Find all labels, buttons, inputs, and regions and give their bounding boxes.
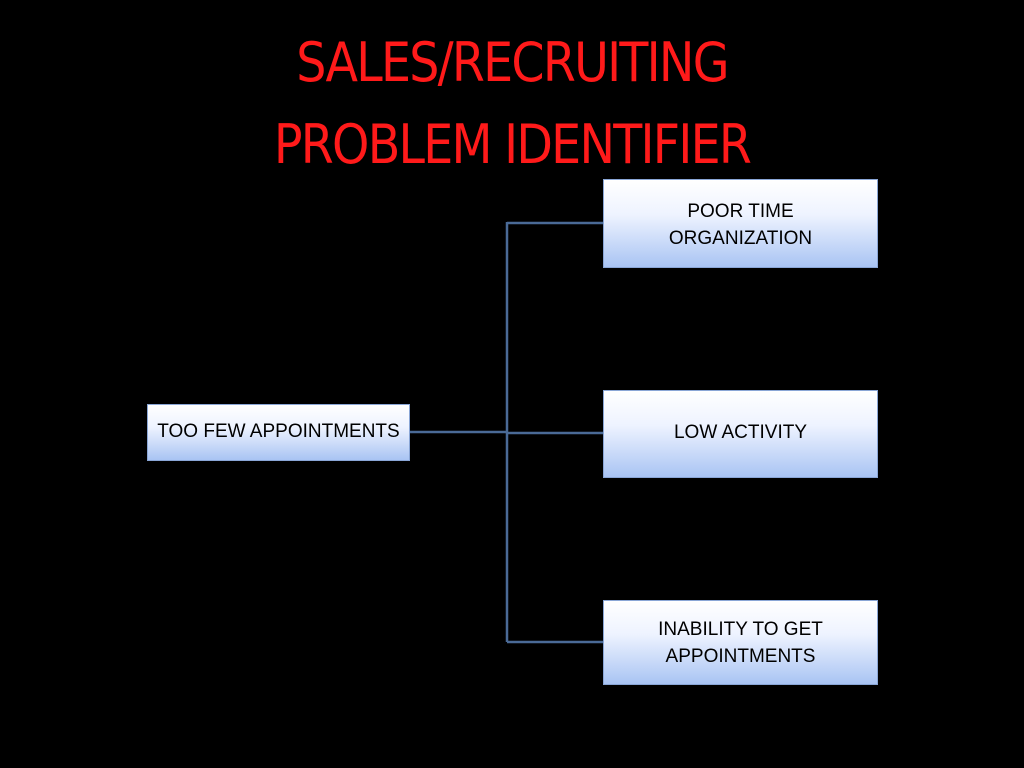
node-label: TOO FEW APPOINTMENTS	[157, 421, 400, 442]
node-low-activity: LOW ACTIVITY	[603, 390, 878, 478]
node-label-line-2: ORGANIZATION	[668, 228, 813, 249]
title-line-2: PROBLEM IDENTIFIER	[273, 113, 752, 176]
node-label-line-1: LOW ACTIVITY	[673, 421, 808, 443]
node-inability-to-get-appointments: INABILITY TO GET APPOINTMENTS	[603, 600, 878, 685]
node-too-few-appointments: TOO FEW APPOINTMENTS	[147, 404, 410, 461]
node-label-line-1: INABILITY TO GET	[658, 619, 823, 640]
node-label-line-2: APPOINTMENTS	[665, 646, 816, 667]
page-title: SALES/RECRUITING PROBLEM IDENTIFIER	[61, 22, 962, 186]
node-label-line-1: POOR TIME	[687, 201, 794, 222]
node-poor-time-organization: POOR TIME ORGANIZATION	[603, 179, 878, 268]
title-line-1: SALES/RECRUITING	[296, 31, 729, 94]
